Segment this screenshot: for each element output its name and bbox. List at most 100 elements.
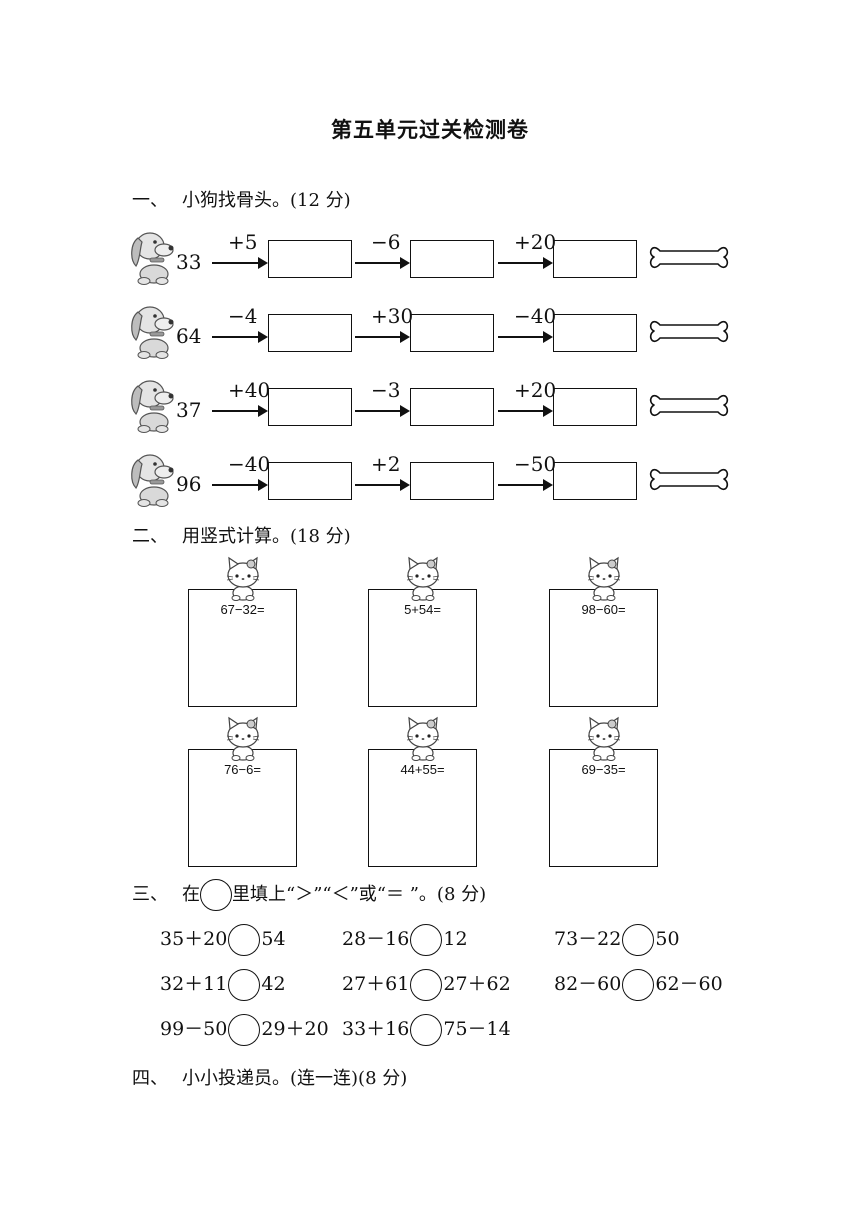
left-expression: 28－16 — [342, 928, 410, 950]
answer-box[interactable] — [553, 388, 637, 426]
operation-label: +40 — [228, 378, 271, 402]
left-expression: 73－22 — [554, 928, 622, 950]
compare-circle[interactable] — [228, 924, 261, 956]
left-expression: 33＋16 — [342, 1018, 410, 1040]
dog-icon — [128, 446, 180, 508]
calculation-expression: 76−6= — [224, 762, 261, 777]
start-number: 64 — [176, 324, 202, 348]
answer-box[interactable] — [268, 314, 352, 352]
bone-chain-row: 64−4+30−40 — [128, 298, 738, 368]
arrow-icon — [212, 405, 268, 417]
operation-label: +20 — [514, 230, 557, 254]
right-expression: 54 — [261, 928, 286, 950]
operation-label: +2 — [371, 452, 401, 476]
section-number: 一、 — [132, 190, 168, 211]
calculation-expression: 44+55= — [400, 762, 445, 777]
start-number: 37 — [176, 398, 202, 422]
calculation-card[interactable]: 5+54= — [368, 589, 477, 707]
start-number: 33 — [176, 250, 202, 274]
operation-label: +30 — [371, 304, 414, 328]
answer-box[interactable] — [268, 462, 352, 500]
calculation-card[interactable]: 76−6= — [188, 749, 297, 867]
section-text-after: 里填上“＞”“＜”或“＝ ”。(8 分) — [232, 884, 487, 905]
right-expression: 75－14 — [443, 1018, 511, 1040]
comparison-item: 33＋16 75－14 — [342, 1012, 511, 1046]
compare-circle[interactable] — [410, 969, 443, 1001]
section-number: 四、 — [132, 1068, 168, 1089]
dog-icon — [128, 298, 180, 360]
kitten-icon — [582, 555, 626, 601]
bone-icon — [648, 314, 730, 350]
operation-label: −4 — [228, 304, 258, 328]
compare-circle[interactable] — [410, 1014, 443, 1046]
operation-label: −6 — [371, 230, 401, 254]
comparison-item: 82－60 62－60 — [554, 967, 723, 1001]
calculation-card[interactable]: 69−35= — [549, 749, 658, 867]
bone-chain-row: 37 +40 −3 +20 — [128, 372, 738, 442]
calculation-card[interactable]: 67−32= — [188, 589, 297, 707]
right-expression: 12 — [443, 928, 468, 950]
comparison-item: 32＋11 42 — [160, 967, 286, 1001]
answer-box[interactable] — [410, 388, 494, 426]
answer-box[interactable] — [410, 314, 494, 352]
left-expression: 82－60 — [554, 973, 622, 995]
arrow-icon — [212, 331, 268, 343]
kitten-icon — [401, 715, 445, 761]
calculation-card[interactable]: 98−60= — [549, 589, 658, 707]
section-text: 用竖式计算。(18 分) — [182, 526, 351, 547]
section-text: 小小投递员。(连一连)(8 分) — [182, 1068, 408, 1089]
right-expression: 62－60 — [655, 973, 723, 995]
compare-circle[interactable] — [622, 969, 655, 1001]
arrow-icon — [212, 479, 268, 491]
dog-icon — [128, 224, 180, 286]
kitten-icon — [401, 555, 445, 601]
section-number: 二、 — [132, 526, 168, 547]
section-number: 三、 — [132, 884, 168, 905]
operation-label: −3 — [371, 378, 401, 402]
kitten-icon — [582, 715, 626, 761]
operation-label: −40 — [228, 452, 271, 476]
calculation-expression: 69−35= — [581, 762, 626, 777]
compare-circle[interactable] — [622, 924, 655, 956]
compare-circle[interactable] — [228, 1014, 261, 1046]
answer-box[interactable] — [553, 314, 637, 352]
right-expression: 29＋20 — [261, 1018, 329, 1040]
section-2-heading: 二、用竖式计算。(18 分) — [132, 522, 351, 548]
calculation-expression: 98−60= — [581, 602, 626, 617]
bone-icon — [648, 462, 730, 498]
operation-label: +5 — [228, 230, 258, 254]
arrow-icon — [355, 257, 410, 269]
operation-label: +20 — [514, 378, 557, 402]
bone-chain-row: 96−40+2−50 — [128, 446, 738, 516]
right-expression: 27＋62 — [443, 973, 511, 995]
arrow-icon — [498, 257, 553, 269]
answer-box[interactable] — [410, 240, 494, 278]
section-text: 小狗找骨头。(12 分) — [182, 190, 351, 211]
arrow-icon — [498, 405, 553, 417]
compare-circle[interactable] — [228, 969, 261, 1001]
calculation-card[interactable]: 44+55= — [368, 749, 477, 867]
answer-box[interactable] — [553, 462, 637, 500]
arrow-icon — [212, 257, 268, 269]
left-expression: 32＋11 — [160, 973, 228, 995]
comparison-item: 28－16 12 — [342, 922, 468, 956]
page-title: 第五单元过关检测卷 — [331, 118, 529, 142]
answer-box[interactable] — [553, 240, 637, 278]
arrow-icon — [498, 479, 553, 491]
answer-circle-icon — [200, 879, 232, 911]
section-3-heading: 三、在里填上“＞”“＜”或“＝ ”。(8 分) — [132, 878, 486, 912]
right-expression: 42 — [261, 973, 286, 995]
left-expression: 35＋20 — [160, 928, 228, 950]
bone-icon — [648, 240, 730, 276]
left-expression: 27＋61 — [342, 973, 410, 995]
start-number: 96 — [176, 472, 202, 496]
answer-box[interactable] — [268, 388, 352, 426]
answer-box[interactable] — [410, 462, 494, 500]
bone-chain-row: 33 +5 −6 +20 — [128, 224, 738, 294]
answer-box[interactable] — [268, 240, 352, 278]
arrow-icon — [355, 405, 410, 417]
compare-circle[interactable] — [410, 924, 443, 956]
bone-icon — [648, 388, 730, 424]
